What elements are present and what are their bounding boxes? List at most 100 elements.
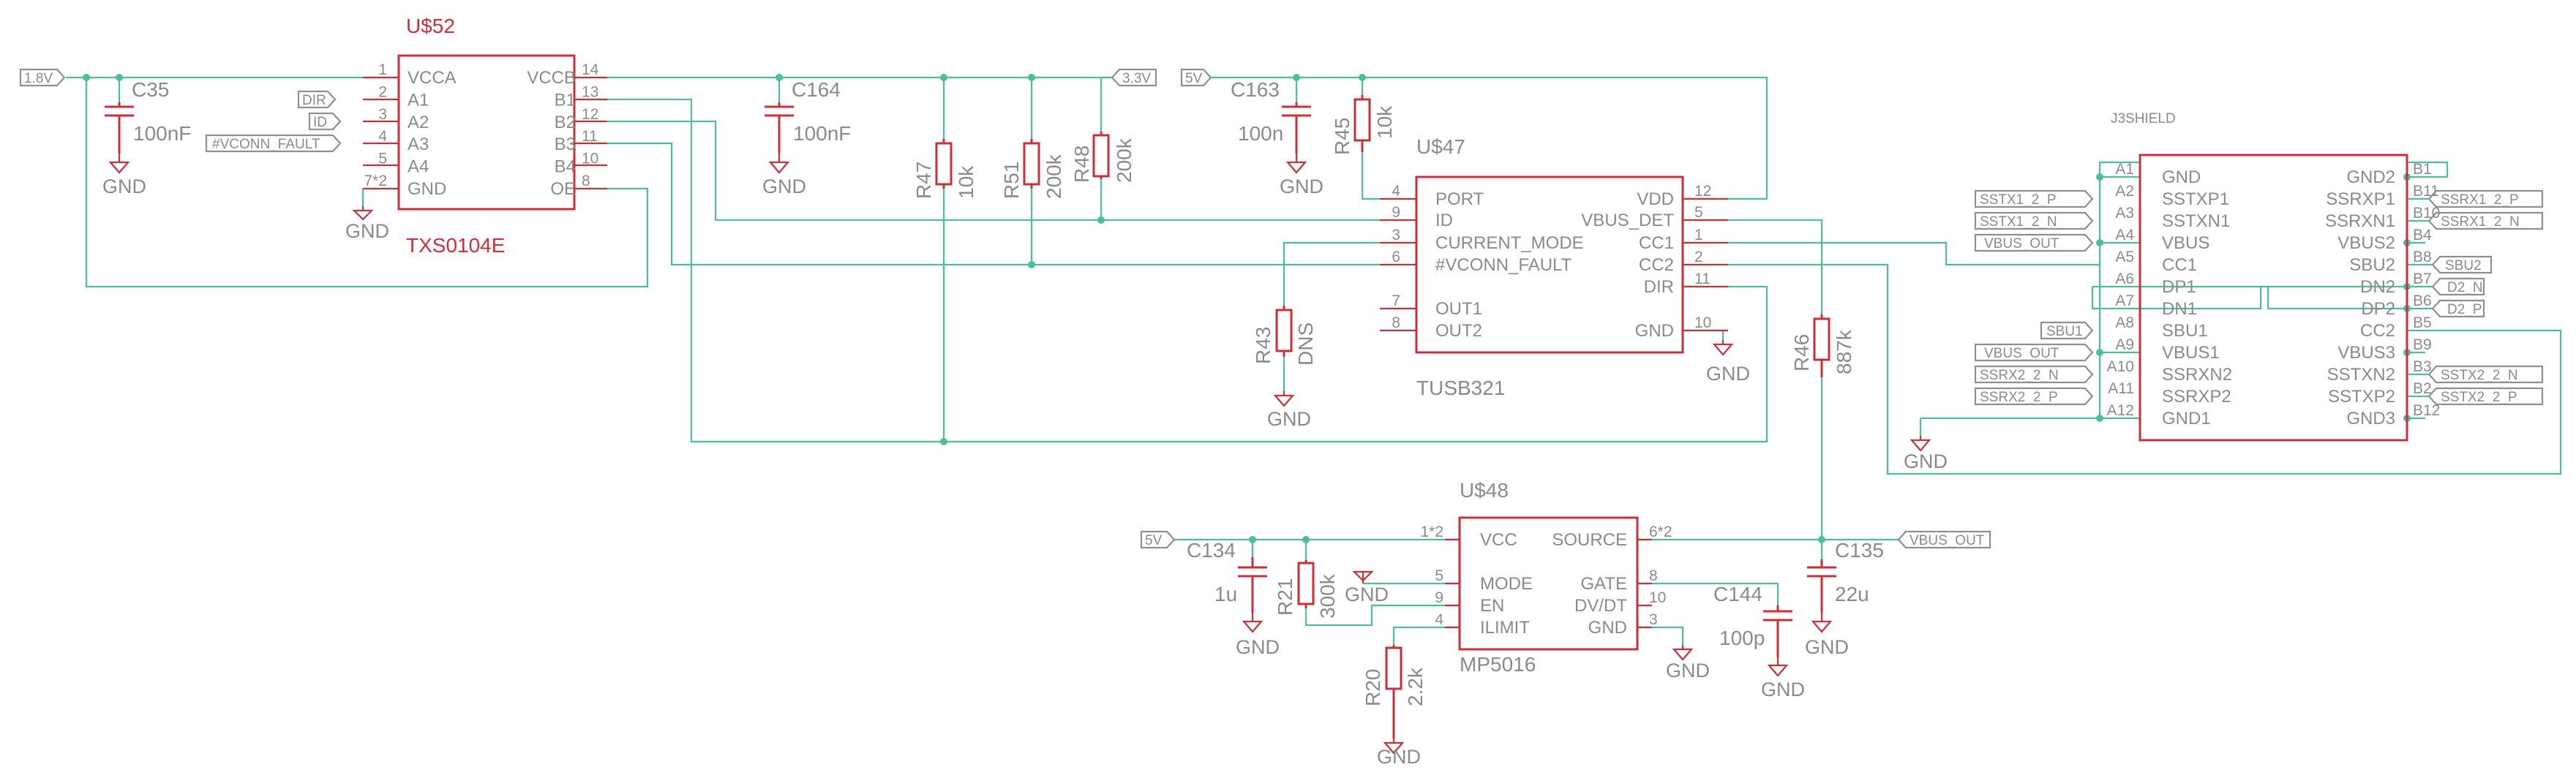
c163-value: 100n	[1238, 122, 1283, 145]
j3-pin-num-r1: B11	[2413, 183, 2439, 200]
j3-pin-num-r6: B6	[2413, 292, 2432, 309]
resistor-r20: R20 2.2k	[1362, 645, 1427, 739]
gnd-j3-label: GND	[1904, 450, 1948, 472]
u48-pin-name-r2: DV/DT	[1574, 596, 1627, 616]
capacitor-c134: C134 1u	[1187, 539, 1267, 613]
net-tag-ssrx2-n: SSRX2_2_N	[1974, 365, 2094, 384]
c144-value: 100p	[1719, 627, 1765, 649]
u52-pin-num-r0: 14	[582, 61, 599, 78]
u47-pin-name-r3: CC2	[1639, 255, 1674, 275]
gnd-u47: GND	[1706, 340, 1750, 385]
j3-pin-name-l9: SSRXN2	[2162, 365, 2232, 385]
gnd-c164: GND	[762, 154, 806, 197]
u47-pin-name-l4: OUT1	[1435, 299, 1482, 319]
u47-pin-num-l3: 6	[1392, 249, 1400, 265]
u47-pin-num-r0: 12	[1694, 183, 1711, 200]
j3-pin-name-l0: GND	[2162, 167, 2201, 187]
gnd-c144: GND	[1761, 657, 1805, 700]
u52-pin-name-r3: B3	[555, 135, 576, 154]
c135-value: 22u	[1835, 583, 1869, 605]
j3-pin-name-l5: DP1	[2162, 277, 2196, 297]
u48-pin-name-r3: GND	[1588, 618, 1627, 638]
u47-pin-name-r0: VDD	[1637, 189, 1674, 209]
junction-dots	[83, 74, 2411, 543]
u47-pin-name-l5: OUT2	[1435, 321, 1482, 341]
net-tag-vbus-out-a9: VBUS_OUT	[1974, 343, 2094, 362]
net-tag-sstx2-p: SSTX2_2_P	[2427, 387, 2544, 406]
gnd-c35-label: GND	[102, 175, 146, 197]
net-tag-vbus-out-a4-text: VBUS_OUT	[1984, 236, 2059, 252]
j3-pin-num-l1: A2	[2115, 183, 2134, 200]
gnd-r20-label: GND	[1377, 746, 1421, 768]
j3-pin-name-r11: GND3	[2346, 409, 2395, 428]
j3-pin-name-l10: SSRXP2	[2162, 387, 2231, 407]
net-tag-1v8: 1.8V	[19, 68, 66, 87]
net-tag-ssrx1-n: SSRX1_2_N	[2427, 211, 2544, 230]
r46-ref: R46	[1790, 334, 1813, 371]
u48-pin-num-r3: 3	[1649, 611, 1658, 628]
u52-pin-name-l5: GND	[408, 179, 446, 199]
u48-pin-name-r1: GATE	[1580, 574, 1627, 594]
u52-pin-name-r4: B4	[555, 157, 576, 177]
ic-u52-body	[363, 54, 607, 211]
gnd-mode-label: GND	[1345, 584, 1389, 605]
j3-ref: J3SHIELD	[2111, 111, 2176, 126]
net-tag-ssrx1-n-text: SSRX1_2_N	[2441, 214, 2520, 230]
r43-ref: R43	[1252, 327, 1274, 364]
u47-pin-name-l1: ID	[1435, 211, 1453, 230]
j3-pin-num-l11: A12	[2107, 402, 2134, 419]
j3-pin-num-r3: B4	[2413, 227, 2432, 243]
u52-ref: U$52	[406, 15, 455, 37]
j3-pin-name-r9: SSTXN2	[2327, 365, 2395, 385]
u48-value: MP5016	[1460, 653, 1536, 676]
j3-pin-num-l7: A8	[2115, 314, 2134, 331]
u52-pin-num-l1: 2	[378, 83, 387, 100]
j3-pin-name-r4: SBU2	[2349, 255, 2395, 275]
u48-ref: U$48	[1460, 479, 1509, 502]
r45-ref: R45	[1331, 118, 1353, 155]
gnd-c134: GND	[1236, 613, 1280, 658]
gnd-u52: GND	[345, 206, 389, 242]
wires	[66, 76, 2562, 645]
u48-pin-name-l2: EN	[1480, 596, 1504, 616]
net-tag-ssrx1-p: SSRX1_2_P	[2427, 189, 2544, 208]
u47-pin-num-l2: 3	[1392, 227, 1400, 243]
net-tag-5v-bottom-text: 5V	[1145, 533, 1163, 548]
u47-pin-name-r1: VBUS_DET	[1581, 211, 1674, 230]
resistor-r45: R45 10k	[1331, 95, 1396, 155]
gnd-c134-label: GND	[1236, 636, 1280, 658]
u52-pin-name-r0: VCCB	[527, 68, 576, 88]
r20-value: 2.2k	[1404, 667, 1427, 706]
net-tag-sbu1: SBU1	[2040, 321, 2094, 340]
r47-value: 10k	[955, 165, 977, 199]
net-tag-sbu1-text: SBU1	[2046, 324, 2083, 339]
net-tag-5v-top: 5V	[1180, 68, 1212, 87]
u52-pin-num-l0: 1	[378, 61, 387, 78]
net-tag-3v3-text: 3.3V	[1122, 71, 1151, 86]
u47-pin-name-r5: GND	[1635, 321, 1674, 341]
u52-pin-num-r4: 10	[582, 151, 598, 167]
j3-pin-name-l11: GND1	[2162, 409, 2211, 428]
gnd-u47-label: GND	[1706, 363, 1750, 385]
net-tag-vbus-out-a9-text: VBUS_OUT	[1984, 346, 2059, 361]
u48-pin-name-l3: ILIMIT	[1480, 618, 1530, 638]
u47-pin-num-r5: 10	[1694, 314, 1711, 331]
gnd-r20: GND	[1377, 739, 1421, 768]
net-tag-sbu2-text: SBU2	[2445, 258, 2482, 273]
j3-pin-name-r3: VBUS2	[2337, 233, 2395, 253]
j3-pin-num-r10: B2	[2413, 380, 2432, 397]
net-tag-sstx2-n: SSTX2_2_N	[2427, 365, 2544, 384]
u48-pin-num-l1: 5	[1435, 567, 1443, 584]
j3-pin-name-l8: VBUS1	[2162, 343, 2220, 363]
u48-pin-num-r0: 6*2	[1649, 524, 1672, 540]
u52-pin-num-l5: 7*2	[364, 173, 387, 189]
u48-pin-name-l1: MODE	[1480, 574, 1533, 594]
net-tag-vbus-out-main-text: VBUS_OUT	[1910, 533, 1985, 548]
net-tag-1v8-text: 1.8V	[24, 71, 53, 86]
net-tag-ssrx2-p-text: SSRX2_2_P	[1980, 390, 2058, 405]
net-tag-vbus-out-a4: VBUS_OUT	[1974, 233, 2094, 252]
u48-pin-num-r2: 10	[1649, 589, 1666, 606]
net-tag-d2-p-text: D2_P	[2447, 302, 2482, 317]
r43-value: DNS	[1294, 322, 1317, 366]
